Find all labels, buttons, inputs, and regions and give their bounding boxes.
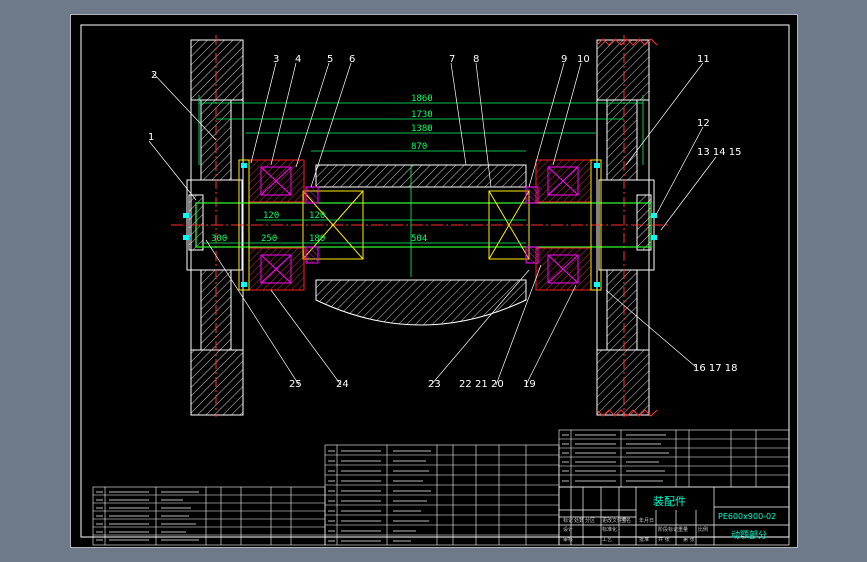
tb-approve: 批准 bbox=[639, 536, 649, 543]
dimension-texts: 1860 1730 1380 870 120 300 250 180 504 1… bbox=[211, 94, 433, 244]
balloon-25: 25 bbox=[289, 379, 302, 390]
balloon-6: 6 bbox=[349, 54, 355, 65]
drawing-sheet: 1860 1730 1380 870 120 300 250 180 504 1… bbox=[70, 14, 798, 548]
balloon-19: 19 bbox=[523, 379, 536, 390]
dim-overall-1: 1860 bbox=[411, 94, 433, 104]
tb-sheet-no: 第 张 bbox=[683, 536, 695, 543]
dim-overall-2: 1730 bbox=[411, 110, 433, 120]
part-name: 动颚部分 bbox=[731, 529, 767, 541]
drawing-code: PE600x900-02 bbox=[718, 512, 776, 521]
bolts bbox=[183, 163, 657, 287]
balloon-20: 20 bbox=[491, 379, 504, 390]
dim-seg-a: 120 bbox=[263, 211, 279, 221]
dim-seg-d: 250 bbox=[261, 234, 277, 244]
left-bearing bbox=[238, 159, 319, 291]
dim-overall-4: 870 bbox=[411, 142, 427, 152]
dim-seg-e: 180 bbox=[309, 234, 325, 244]
title-block bbox=[558, 486, 790, 546]
tb-weight: 重量 bbox=[678, 526, 688, 533]
right-bearing bbox=[525, 159, 602, 291]
dim-seg-f: 504 bbox=[411, 234, 427, 244]
tb-review: 审核 bbox=[563, 536, 573, 543]
balloon-4: 4 bbox=[295, 54, 301, 65]
title-block-text: 装配件 PE600x900-02 动颚部分 标记 处数 分区 更改文件号 签名 … bbox=[563, 495, 776, 543]
parts-list-text-marks bbox=[96, 434, 669, 542]
dim-seg-c: 120 bbox=[309, 211, 325, 221]
tb-label-count: 处数 bbox=[574, 517, 584, 524]
eccentric-shaft bbox=[171, 190, 671, 260]
balloon-11: 11 bbox=[697, 54, 710, 65]
tb-standard: 标准化 bbox=[602, 526, 617, 533]
moving-jaw bbox=[315, 164, 527, 326]
balloon-8: 8 bbox=[473, 54, 479, 65]
balloon-12: 12 bbox=[697, 118, 710, 129]
tb-scale: 比例 bbox=[698, 526, 708, 533]
leader-lines bbox=[148, 62, 717, 386]
right-flywheel bbox=[596, 35, 658, 417]
parts-list-left bbox=[92, 486, 326, 546]
balloon-16-17-18: 16 17 18 bbox=[693, 363, 738, 374]
tb-label-mark: 标记 bbox=[563, 517, 573, 524]
tb-label-doc: 更改文件号 bbox=[602, 517, 627, 524]
parts-list-right bbox=[558, 429, 790, 488]
dimension-lines bbox=[198, 95, 644, 277]
balloon-1: 1 bbox=[148, 132, 154, 143]
tb-process: 工艺 bbox=[602, 537, 612, 543]
balloon-22: 22 bbox=[459, 379, 472, 390]
balloon-5: 5 bbox=[327, 54, 333, 65]
balloon-9: 9 bbox=[561, 54, 567, 65]
tb-design: 设计 bbox=[563, 526, 573, 533]
part-balloons: 2 1 3 4 5 6 7 8 9 10 11 12 13 14 15 25 2… bbox=[148, 54, 742, 390]
tb-label-zone: 分区 bbox=[585, 517, 595, 524]
balloon-13-14-15: 13 14 15 bbox=[697, 147, 742, 158]
tb-stage: 阶段标记 bbox=[658, 526, 678, 533]
parts-list-middle bbox=[324, 444, 560, 546]
balloon-7: 7 bbox=[449, 54, 455, 65]
balloon-3: 3 bbox=[273, 54, 279, 65]
assembly-drawing: 1860 1730 1380 870 120 300 250 180 504 1… bbox=[80, 24, 790, 546]
balloon-2: 2 bbox=[151, 70, 157, 81]
tb-label-date: 年月日 bbox=[639, 517, 654, 524]
dim-seg-b: 300 bbox=[211, 234, 227, 244]
tb-total-sheets: 共 张 bbox=[658, 536, 670, 543]
balloon-21: 21 bbox=[475, 379, 488, 390]
balloon-10: 10 bbox=[577, 54, 590, 65]
balloon-24: 24 bbox=[336, 379, 349, 390]
title-cn: 装配件 bbox=[653, 495, 686, 508]
dim-overall-3: 1380 bbox=[411, 124, 433, 134]
left-flywheel bbox=[186, 35, 244, 417]
balloon-23: 23 bbox=[428, 379, 441, 390]
tb-label-sign: 签名 bbox=[621, 517, 631, 524]
inner-frame bbox=[80, 24, 790, 538]
